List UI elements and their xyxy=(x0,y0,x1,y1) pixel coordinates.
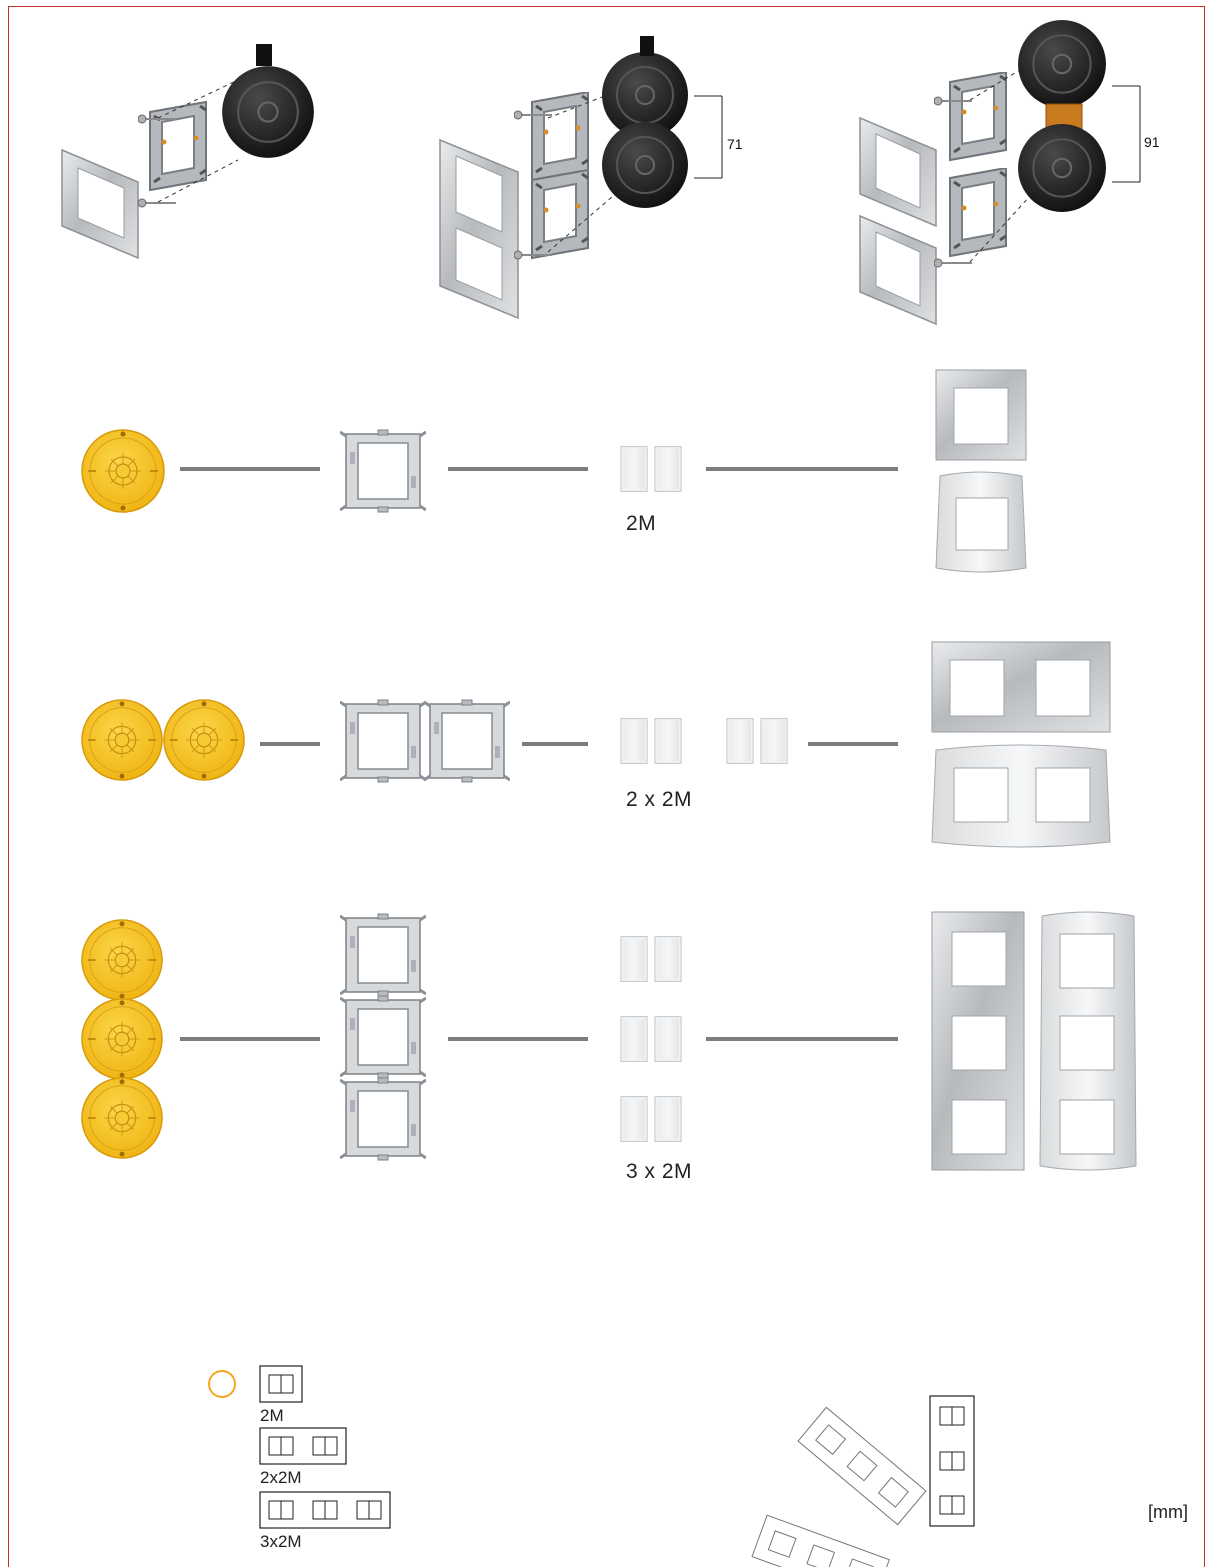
module xyxy=(654,717,682,765)
cover-plate-rounded xyxy=(935,471,1027,573)
module xyxy=(620,717,648,765)
flush-box xyxy=(80,1076,164,1160)
legend-label: 2x2M xyxy=(260,1468,302,1487)
module xyxy=(620,1095,648,1143)
dimension-label: 71 xyxy=(727,136,743,152)
cover-plate-triple-rounded xyxy=(1039,911,1137,1171)
module xyxy=(654,446,682,492)
unit-label: [mm] xyxy=(1148,1502,1188,1522)
flush-box xyxy=(162,698,246,782)
cover-plate-triple-square xyxy=(931,911,1025,1171)
module xyxy=(620,935,648,983)
module xyxy=(726,717,754,765)
module xyxy=(620,1015,648,1063)
connector-line xyxy=(706,467,898,471)
connector-line xyxy=(522,742,588,746)
row-2-components xyxy=(80,641,1111,848)
connector-line xyxy=(180,1037,320,1041)
module-label: 3 x 2M xyxy=(626,1160,693,1183)
legend-label: 3x2M xyxy=(260,1532,302,1551)
module-label: 2 x 2M xyxy=(626,788,693,811)
exploded-view-separate xyxy=(859,19,1141,326)
legend-circle-icon xyxy=(208,1370,236,1398)
row-1-components xyxy=(81,369,1027,573)
connector-line xyxy=(260,742,320,746)
page-frame xyxy=(8,6,1205,1567)
flush-box xyxy=(80,698,164,782)
module xyxy=(654,1015,682,1063)
mounting-frame xyxy=(340,912,426,998)
row-3-components xyxy=(80,911,1137,1171)
legend-label: 2M xyxy=(260,1406,284,1425)
cover-plate-square xyxy=(935,369,1027,461)
flush-box xyxy=(81,429,165,513)
mounting-frame xyxy=(340,698,426,784)
cover-plate-double-rounded xyxy=(931,744,1111,848)
mounting-frame xyxy=(424,698,510,784)
connector-line xyxy=(808,742,898,746)
mounting-frame xyxy=(340,428,426,514)
connector-line xyxy=(180,467,320,471)
orientation-outlines xyxy=(751,1395,975,1567)
exploded-view-double xyxy=(439,36,723,320)
module xyxy=(620,446,648,492)
cover-plate-double-square xyxy=(931,641,1111,733)
connector-line xyxy=(448,1037,588,1041)
connector-line xyxy=(448,467,588,471)
module xyxy=(654,935,682,983)
module xyxy=(654,1095,682,1143)
legend-symbols xyxy=(208,1365,391,1529)
flush-box xyxy=(80,918,164,1002)
module xyxy=(760,717,788,765)
mounting-frame xyxy=(340,994,426,1080)
dimension-label: 91 xyxy=(1144,134,1160,150)
exploded-view-single xyxy=(61,44,315,260)
mounting-frame xyxy=(340,1076,426,1162)
flush-box xyxy=(80,997,164,1081)
module-label: 2M xyxy=(626,512,657,535)
connector-line xyxy=(706,1037,898,1041)
